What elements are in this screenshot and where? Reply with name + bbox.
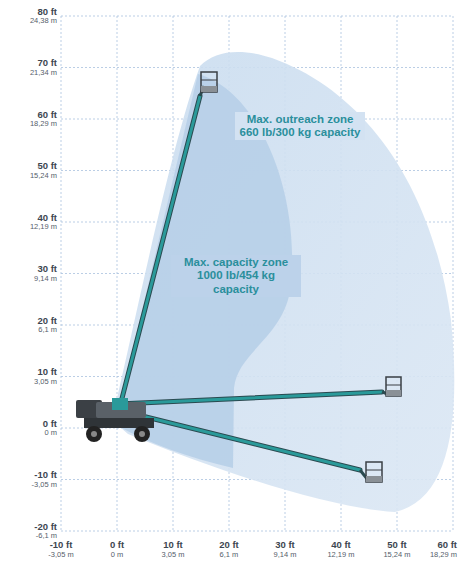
axis-label: 40 ft bbox=[37, 213, 57, 223]
axis-label: 15,24 m bbox=[383, 551, 410, 559]
axis-label: 0 m bbox=[111, 551, 124, 559]
axis-label: 30 ft bbox=[275, 540, 295, 550]
machine bbox=[76, 398, 154, 442]
axis-label: -3,05 m bbox=[48, 551, 73, 559]
axis-label: 3,05 m bbox=[162, 551, 185, 559]
axis-label: 10 ft bbox=[37, 367, 57, 377]
axis-label: -10 ft bbox=[50, 540, 73, 550]
axis-label: 9,14 m bbox=[34, 275, 57, 283]
axis-label: 50 ft bbox=[387, 540, 407, 550]
axis-label: -3,05 m bbox=[32, 481, 57, 489]
axis-label: 60 ft bbox=[37, 110, 57, 120]
axis-label: 6,1 m bbox=[38, 326, 57, 334]
axis-label: 15,24 m bbox=[30, 172, 57, 180]
axis-label: 40 ft bbox=[331, 540, 351, 550]
axis-label: -6,1 m bbox=[36, 532, 57, 540]
axis-label: 6,1 m bbox=[220, 551, 239, 559]
axis-label: 30 ft bbox=[37, 264, 57, 274]
axis-label: 10 ft bbox=[163, 540, 183, 550]
outreach-boom bbox=[118, 377, 401, 404]
axis-label: 50 ft bbox=[37, 161, 57, 171]
axis-label: 18,29 m bbox=[430, 551, 457, 559]
axis-label: 0 ft bbox=[110, 540, 124, 550]
axis-label: 0 m bbox=[44, 429, 57, 437]
axis-label: 9,14 m bbox=[274, 551, 297, 559]
axis-label: 20 ft bbox=[37, 316, 57, 326]
vertical-boom bbox=[120, 72, 217, 406]
axis-label: 24,38 m bbox=[30, 17, 57, 25]
axis-label: 20 ft bbox=[219, 540, 239, 550]
axis-label: 60 ft bbox=[437, 540, 457, 550]
lower-boom bbox=[118, 410, 382, 482]
axis-label: 18,29 m bbox=[30, 120, 57, 128]
zone-caption: Max. outreach zone 660 lb/300 kg capacit… bbox=[235, 112, 365, 140]
axis-label: 70 ft bbox=[37, 58, 57, 68]
grid-line bbox=[453, 16, 454, 531]
axis-label: 12,19 m bbox=[327, 551, 354, 559]
outreach-zone bbox=[112, 52, 454, 512]
zone-caption: Max. capacity zone 1000 lb/454 kg capaci… bbox=[171, 255, 301, 297]
axis-label: 80 ft bbox=[37, 7, 57, 17]
axis-label: 0 ft bbox=[43, 419, 57, 429]
axis-label: -20 ft bbox=[34, 522, 57, 532]
axis-label: 3,05 m bbox=[34, 378, 57, 386]
axis-label: 21,34 m bbox=[30, 69, 57, 77]
axis-label: 12,19 m bbox=[30, 223, 57, 231]
grid-line bbox=[61, 531, 453, 532]
grid-line bbox=[61, 16, 453, 17]
axis-label: -10 ft bbox=[34, 470, 57, 480]
